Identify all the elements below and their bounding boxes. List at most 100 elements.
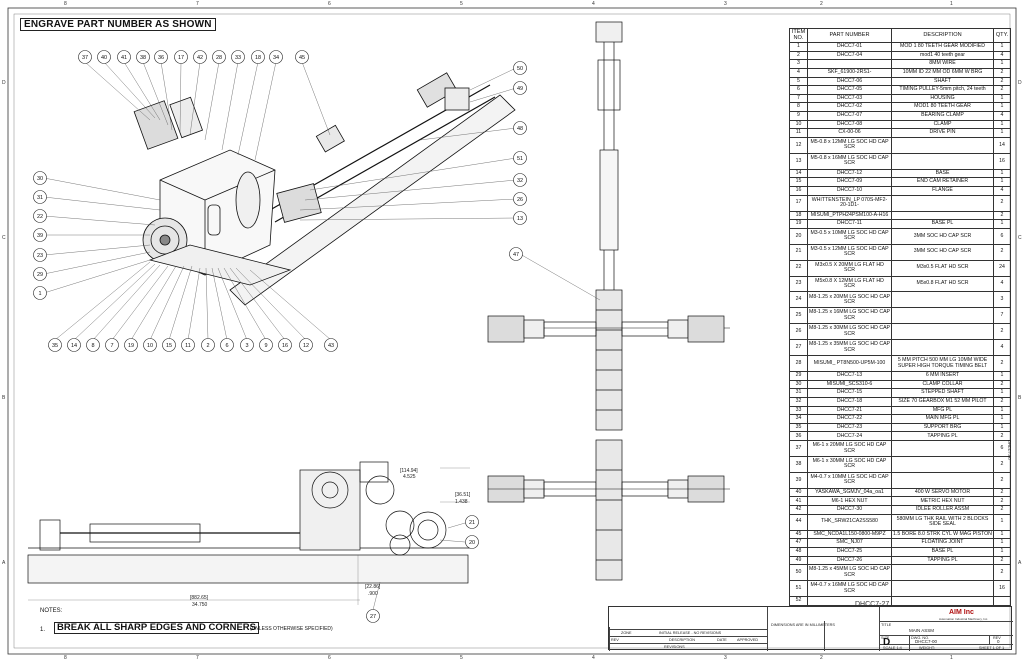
iso-housing-edge [159,179,206,201]
rev-value: 0 [997,639,1000,644]
callout-balloon: 36 [154,50,168,64]
isometric-view [133,72,516,306]
bom-description: M5x0.8 FLAT HD SCR [891,275,994,293]
bom-item-no: 33 [789,405,808,416]
callout-balloon: 9 [259,338,273,352]
bom-description: 3MM SOC HD CAP SCR [891,227,994,245]
bom-qty: 14 [993,136,1011,154]
balloon-number: 37 [82,55,88,61]
bom-part-number: DHCC7-24 [807,431,892,442]
bom-qty: 1 [993,119,1011,130]
bom-part-number: DHCC7-07 [807,111,892,121]
callout-balloon: 15 [162,338,176,352]
dim-text: 34.750 [192,602,208,608]
bom-part-number: DHCC7-30 [807,505,892,515]
bom-part-number: M5x0.8 X 12MM LG FLAT HD SCR [807,275,892,293]
bom-qty [993,595,1011,607]
front-carriage [597,59,621,111]
leader-47 [519,253,601,301]
balloon-number: 50 [517,66,523,72]
bom-part-number: SMC_NCDA1L150-0800-M9PZ [807,529,892,540]
zone-number: 6 [328,655,331,661]
balloon-number: 19 [128,343,134,349]
bom-item-no: 9 [789,111,808,121]
callout-balloon: 50 [513,61,527,75]
bom-part-number: DHCC7-25 [807,546,892,557]
iso-rail-block [315,124,345,153]
bom-part-number: M3-0.5 x 12MM LG SOC HD CAP SCR [807,243,892,261]
bom-description: 6 MM INSERT [891,371,994,381]
balloon-number: 13 [517,216,523,222]
callout-balloon: 31 [33,190,47,204]
callout-balloon: 37 [78,50,92,64]
zone-number: 3 [724,1,727,7]
rev-initial-release: INITIAL RELEASE - NO REVISIONS [659,631,722,635]
callout-balloon: 12 [299,338,313,352]
front-gearbox-right [667,319,689,339]
balloon-number: 40 [101,55,107,61]
bom-item-no: 30 [789,379,808,390]
callout-balloon: 47 [509,247,523,261]
bom-qty: 2 [993,505,1011,515]
zone-number: 2 [820,1,823,7]
bom-item-no: 38 [789,455,808,473]
dim-text: 4.525 [403,474,416,480]
bom-header-item: ITEM NO. [789,28,808,43]
bom-part-number: DHCC7-06 [807,76,892,87]
balloon-number: 18 [255,55,261,61]
bom-part-number: M6-1 x 20MM LG SOC HD CAP SCR [807,440,892,457]
callout-balloon: 26 [513,192,527,206]
bom-header-part: PART NUMBER [807,28,892,43]
bom-description: SIZE 70 GEARBOX M1 52 MM PILOT [891,396,994,407]
front-motor-left [487,315,525,343]
bom-description: MOD1 80 TEETH GEAR [891,102,994,112]
balloon-number: 43 [328,343,334,349]
bom-part-number: DHCC7-18 [807,396,892,407]
bom-item-no: 10 [789,119,808,130]
bom-description: MOD 1 80 TEETH GEAR MODIFIED [891,42,994,52]
front-gear-stack-lower [595,439,623,581]
bom-description [891,440,994,457]
bom-item-no: 13 [789,152,808,170]
zone-number: 7 [196,1,199,7]
sheet-label: SHEET 1 OF 1 [979,646,1005,650]
rev-zone-label: ZONE [621,631,632,635]
dwg-no-label: DWG. NO. [911,636,930,640]
bom-description [891,307,994,325]
bom-description [891,595,994,607]
bom-description: SHAFT [891,76,994,87]
callout-balloon: 45 [295,50,309,64]
balloon-number: 47 [513,252,519,258]
balloon-number: 11 [185,343,191,349]
callout-balloon: 13 [513,211,527,225]
callout-balloon: 8 [86,338,100,352]
zone-number: 5 [460,1,463,7]
bom-qty: 1 [993,42,1011,52]
callout-balloon: 21 [465,515,479,529]
bom-description [891,194,994,212]
dim-text: [36.51] [455,492,471,498]
callout-balloon: 1 [33,286,47,300]
sheet-border [7,7,1017,655]
bom-part-number: THK_SRW21CA2SS580 [807,513,892,531]
notes-label: NOTES: [40,608,63,614]
bom-qty: 1 [993,414,1011,424]
side-cylinder-body [89,523,201,543]
bom-qty: 2 [993,487,1011,498]
bom-part-number: DHCC7-03 [807,93,892,104]
bom-item-no: 14 [789,168,808,179]
bom-header-description: DESCRIPTION [891,28,994,43]
bom-description: HOUSING [891,93,994,104]
bom-description: MAIN MFG PL [891,414,994,424]
bom-description: 10MM ID 22 MM OD 6MM W BRG [891,67,994,78]
balloon-number: 32 [517,178,523,184]
bom-item-no: 29 [789,371,808,381]
